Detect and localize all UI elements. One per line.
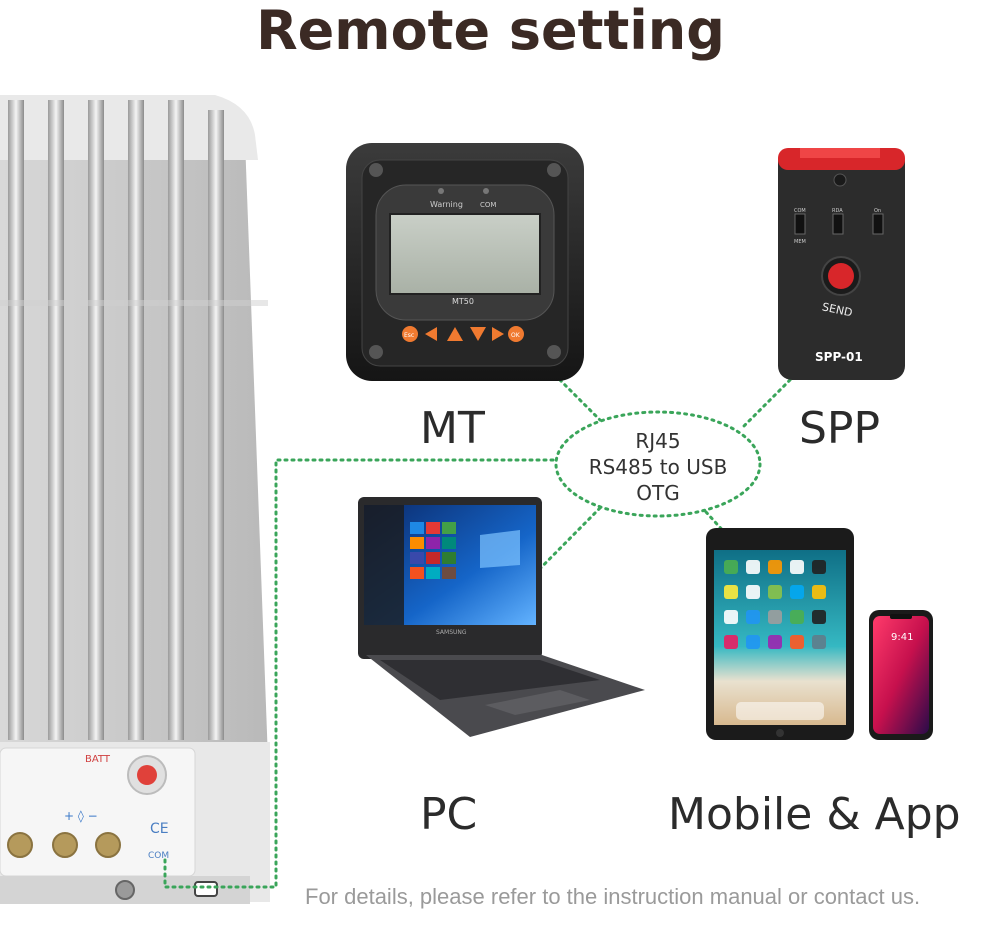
mt-warning-label: Warning: [430, 200, 463, 209]
laptop-pc: [358, 497, 645, 737]
hub-line-rs485: RS485 to USB: [588, 455, 728, 479]
spp-rda-label: RDA: [832, 208, 843, 214]
page-title: Remote setting: [256, 0, 725, 62]
svg-text:+ ◊ −: + ◊ −: [64, 809, 98, 823]
hub-line-rj45: RJ45: [635, 429, 681, 453]
smartphone-device: [869, 610, 933, 740]
mt50-remote-meter: [346, 143, 584, 381]
ce-mark: CE: [150, 821, 169, 837]
mt-ok-button: OK: [511, 332, 521, 339]
batt-label: BATT: [85, 754, 111, 765]
connection-hub-label: RJ45 RS485 to USB OTG: [556, 428, 760, 506]
hub-line-otg: OTG: [636, 481, 680, 505]
footer-note: For details, please refer to the instruc…: [305, 884, 921, 909]
mt-device-label: MT: [420, 403, 485, 454]
spp-mem-label: MEM: [794, 239, 806, 245]
solar-charge-controller: + ◊ −: [0, 95, 270, 904]
phone-time: 9:41: [891, 632, 913, 643]
tablet-device: [706, 528, 854, 740]
spp-com-label: COM: [794, 208, 806, 214]
spp-on-label: On: [874, 208, 881, 214]
spp-01-device: [778, 148, 905, 380]
spp-send-label: SEND: [821, 300, 854, 319]
spp-model-label: SPP-01: [815, 350, 863, 364]
com-port-label: COM: [148, 851, 169, 861]
laptop-brand-label: SAMSUNG: [436, 629, 467, 636]
mt-esc-button: Esc: [404, 332, 414, 339]
pc-device-label: PC: [420, 789, 478, 840]
mt-com-label: COM: [480, 201, 496, 209]
mobile-app-label: Mobile & App: [668, 789, 961, 840]
mt-model-label: MT50: [452, 297, 474, 306]
spp-device-label: SPP: [799, 403, 880, 454]
